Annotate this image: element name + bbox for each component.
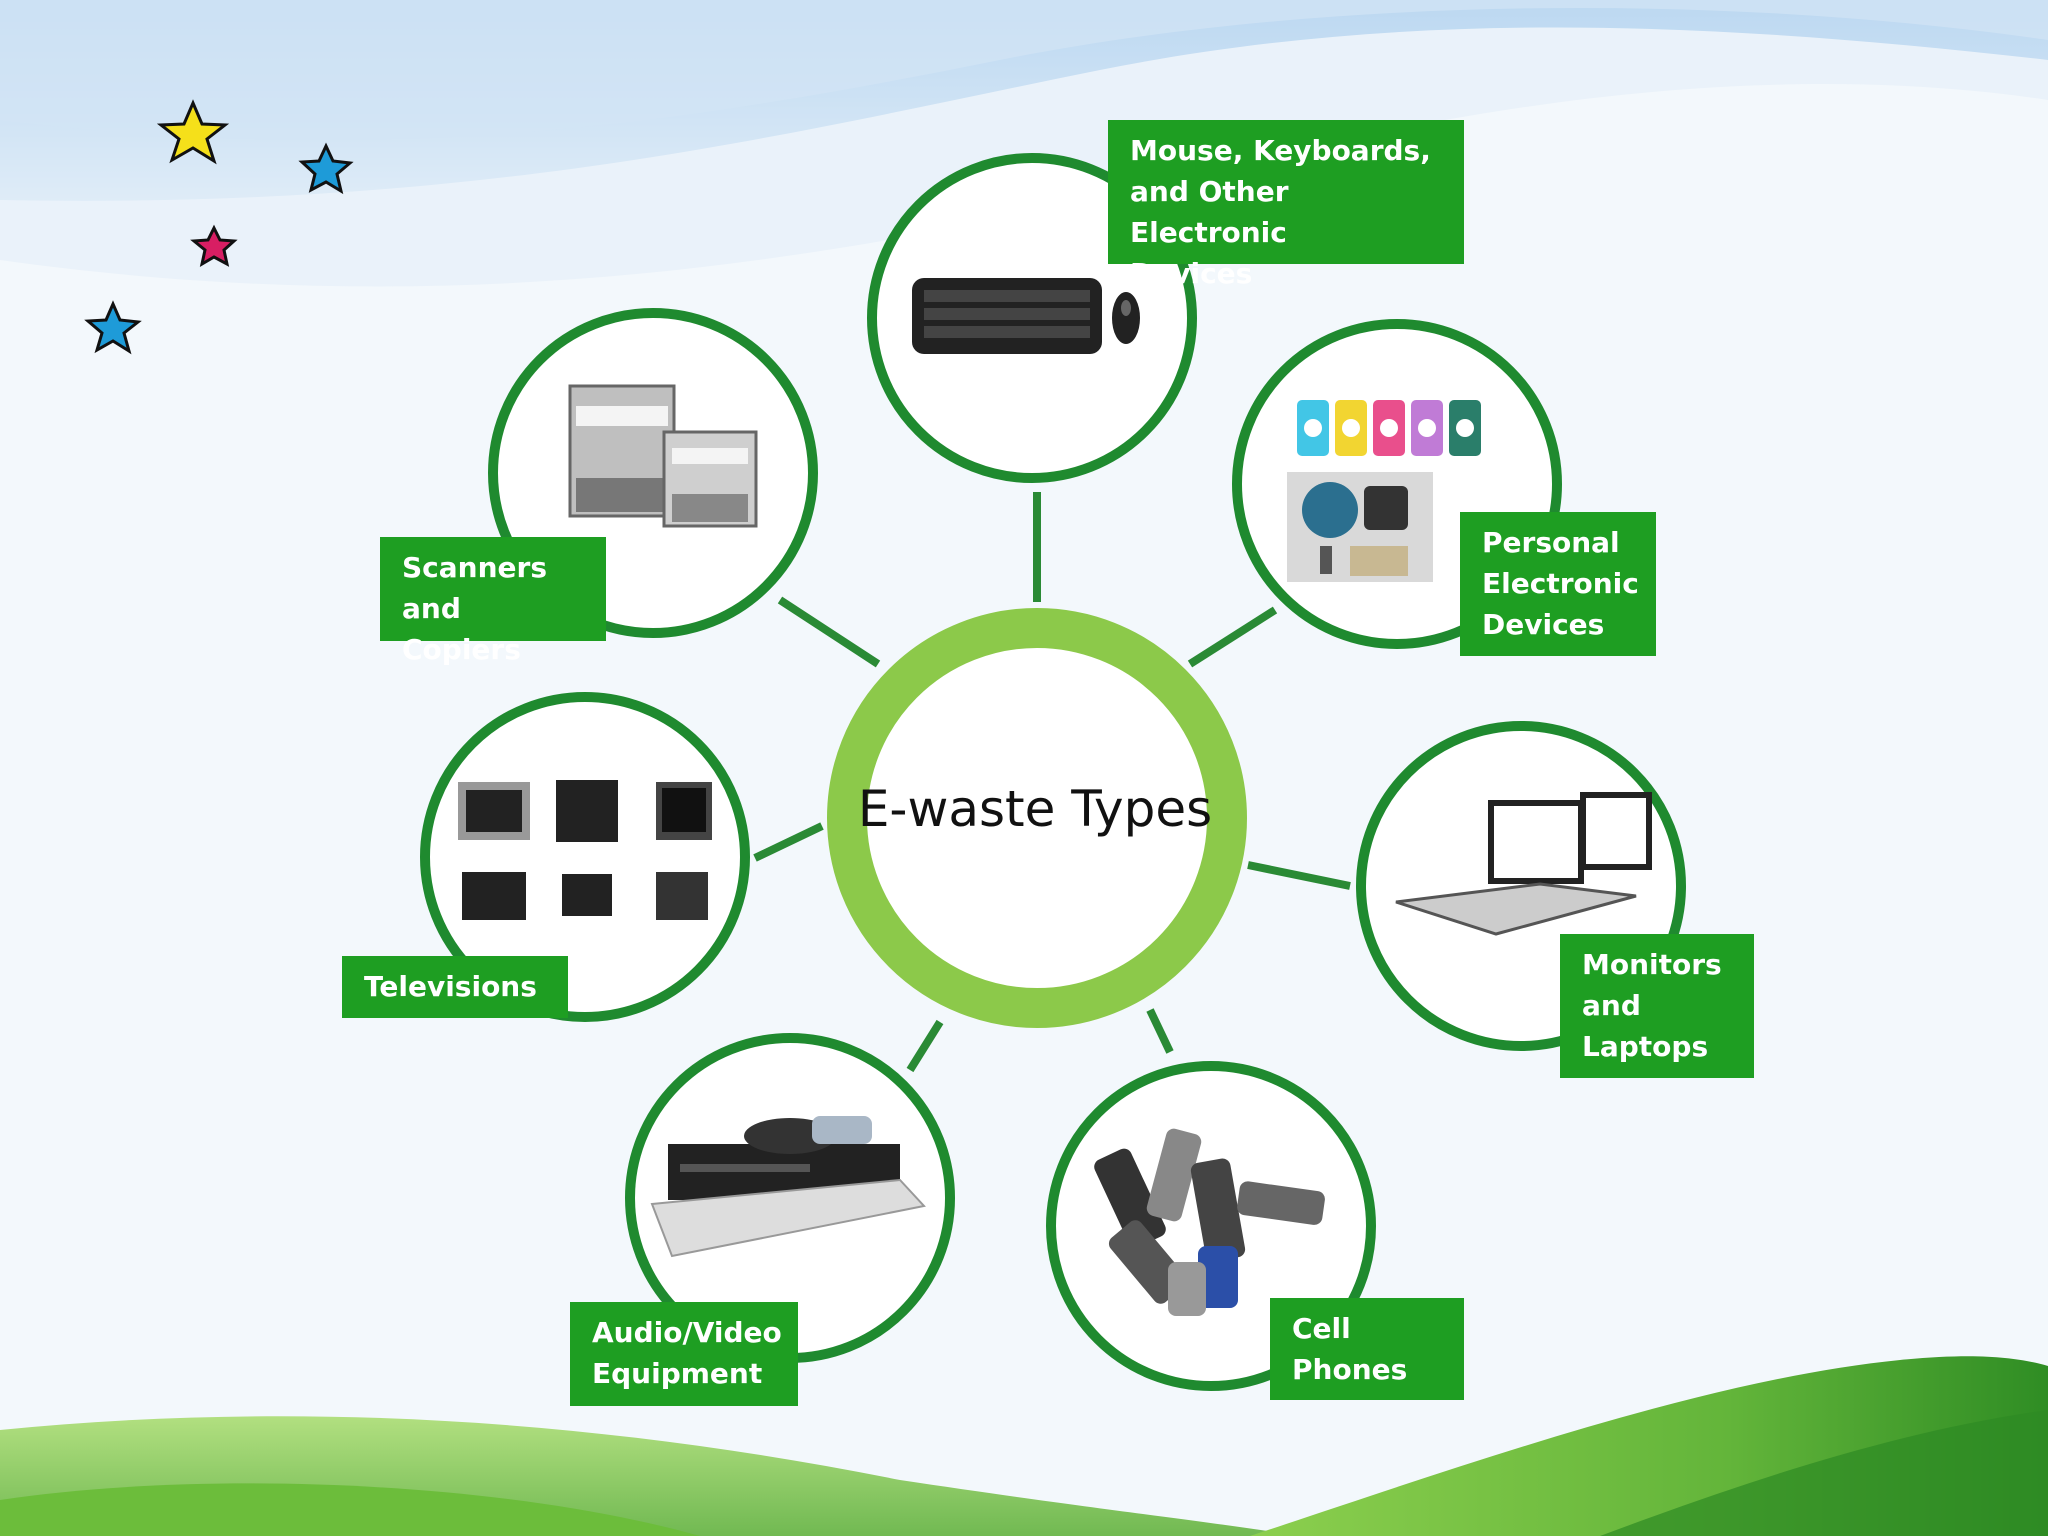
av-equipment-icon — [650, 1116, 926, 1258]
label-televisions: Televisions — [342, 956, 568, 1018]
node-audio-video — [625, 1033, 955, 1363]
blue-star-icon — [84, 300, 142, 355]
dual-monitor-icon — [1395, 792, 1652, 936]
label-audio-video: Audio/Video Equipment — [570, 1302, 798, 1406]
label-scanners: Scanners and Copiers — [380, 537, 606, 666]
keyboard-mouse-icon — [912, 278, 1140, 354]
pink-star-icon — [190, 224, 238, 268]
center-node — [827, 608, 1247, 1028]
grass-hills — [0, 1356, 2048, 1536]
sky-waves — [0, 0, 2048, 287]
music-player-icon — [1287, 400, 1481, 582]
node-televisions — [420, 692, 750, 1022]
label-personal-electronics: Personal Electronic Devices — [1460, 512, 1656, 656]
node-monitors — [1356, 721, 1686, 1051]
blue-star-icon — [298, 142, 354, 195]
cell-phone-pile-icon — [1094, 1128, 1325, 1316]
star-decorations — [84, 99, 354, 355]
copier-icon — [568, 384, 758, 528]
label-input-devices: Mouse, Keyboards, and Other Electronic D… — [1108, 120, 1464, 290]
yellow-star-icon — [156, 99, 230, 165]
label-phones: Cell Phones — [1270, 1298, 1464, 1400]
label-monitors: Monitors and Laptops — [1560, 934, 1754, 1078]
television-grid-icon — [458, 780, 712, 920]
center-title: E-waste Types — [857, 780, 1213, 838]
connector-lines — [753, 492, 1351, 1073]
